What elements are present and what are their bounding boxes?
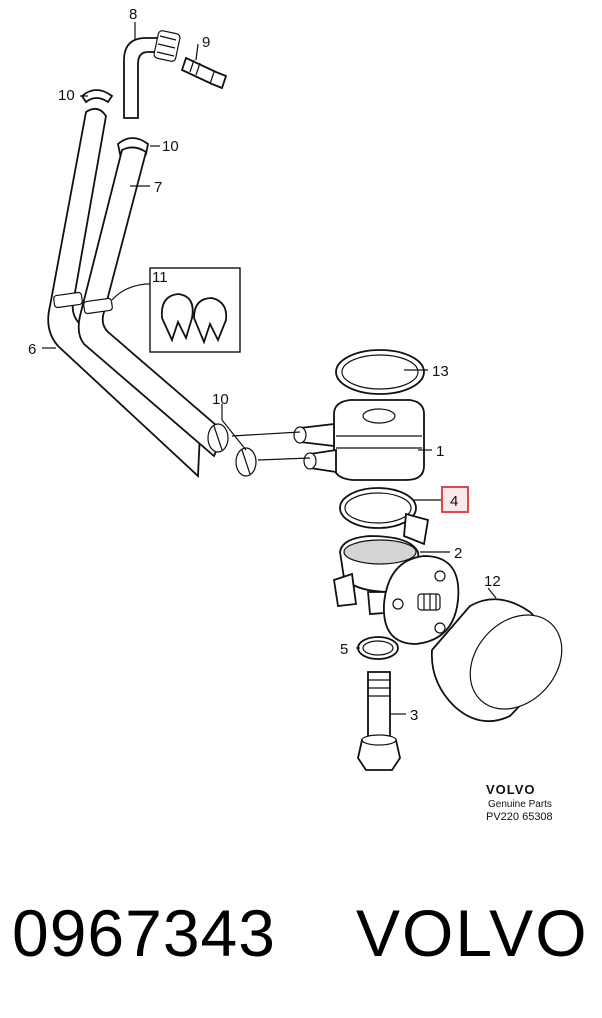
brand-block-name: VOLVO <box>486 782 536 797</box>
detail-box-clips <box>149 267 241 353</box>
brand-block-reference: PV220 65308 <box>486 811 553 823</box>
brand-block: VOLVO Genuine Parts PV220 65308 <box>486 782 553 823</box>
callout-12: 12 <box>484 573 501 590</box>
footer-caption: 0967343 VOLVO <box>0 888 602 988</box>
highlight-box[interactable] <box>441 486 469 513</box>
pipe-assembly <box>47 30 257 478</box>
callout-labels: 8 9 10 10 7 11 6 10 13 1 4 2 12 5 3 <box>28 6 501 724</box>
callout-8: 8 <box>129 6 137 23</box>
callout-10-right: 10 <box>162 138 179 155</box>
part-number: 0967343 <box>12 896 276 970</box>
callout-11: 11 <box>152 269 168 286</box>
callout-9: 9 <box>202 34 210 51</box>
leader-lines <box>42 22 497 715</box>
brand-name: VOLVO <box>356 896 589 970</box>
brand-block-subtitle: Genuine Parts <box>488 799 552 810</box>
callout-10-lower: 10 <box>212 391 229 408</box>
callout-5: 5 <box>340 641 348 658</box>
callout-2: 2 <box>454 545 462 562</box>
callout-13: 13 <box>432 363 449 380</box>
callout-1: 1 <box>436 443 444 460</box>
callout-4: 4 <box>450 493 458 510</box>
callout-6: 6 <box>28 341 36 358</box>
oil-cooler-stack <box>231 349 563 771</box>
exploded-parts-diagram: 8 9 10 10 7 11 6 10 13 1 4 2 12 5 3 VOLV… <box>28 6 563 823</box>
callout-7: 7 <box>154 179 162 196</box>
callout-10-top: 10 <box>58 87 75 104</box>
callout-3: 3 <box>410 707 418 724</box>
